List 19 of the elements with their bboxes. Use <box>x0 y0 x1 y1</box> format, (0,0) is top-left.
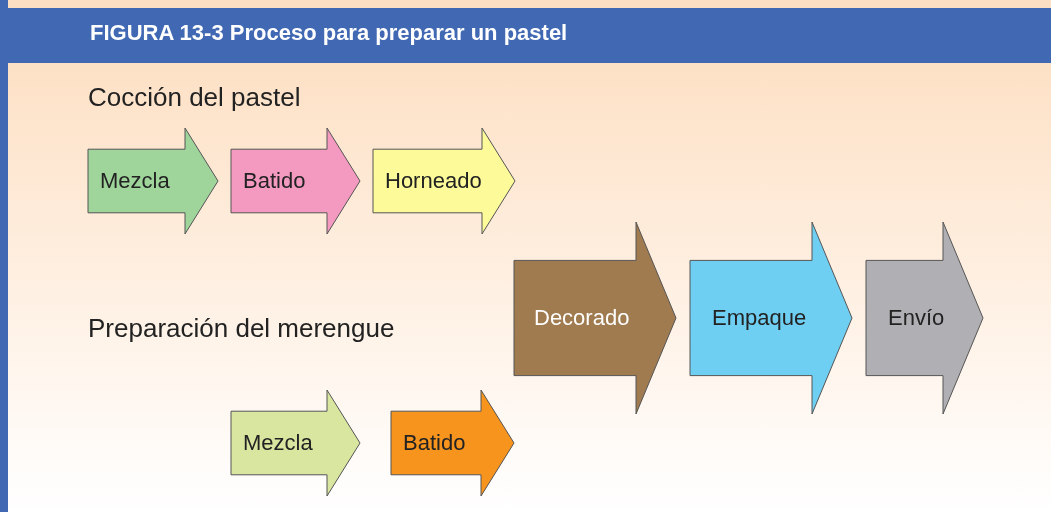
step-label: Mezcla <box>100 168 170 194</box>
process-step <box>373 128 515 234</box>
process-step <box>231 128 360 234</box>
step-label: Batido <box>403 430 466 456</box>
process-step <box>690 222 852 414</box>
step-label: Batido <box>243 168 306 194</box>
figure-title: FIGURA 13-3 Proceso para preparar un pastel <box>90 20 568 46</box>
step-label: Decorado <box>534 305 630 331</box>
section-heading: Cocción del pastel <box>88 82 301 113</box>
process-step <box>866 222 983 414</box>
step-label: Envío <box>888 305 945 331</box>
section-heading: Preparación del merengue <box>88 313 395 344</box>
process-step <box>391 390 514 496</box>
process-step <box>514 222 676 414</box>
process-step <box>231 390 360 496</box>
step-label: Empaque <box>712 305 807 331</box>
process-step <box>88 128 218 234</box>
step-label: Horneado <box>385 168 482 194</box>
step-label: Mezcla <box>243 430 313 456</box>
